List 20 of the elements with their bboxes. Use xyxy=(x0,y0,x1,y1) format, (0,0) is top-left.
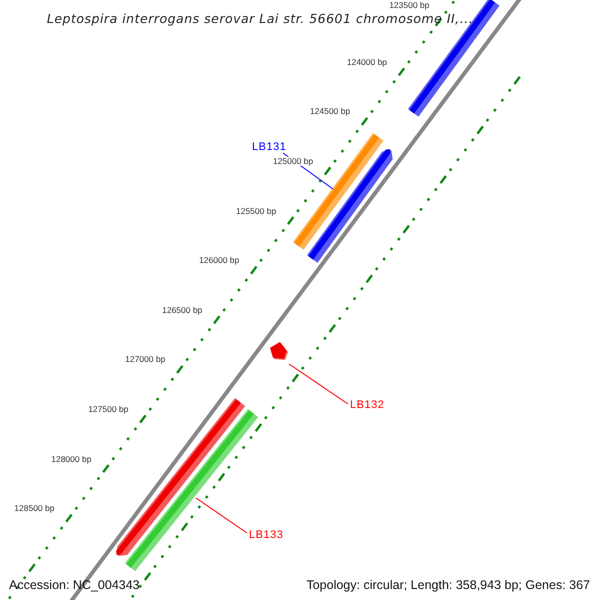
gene-label: LB132 xyxy=(350,399,384,411)
tick-label: 123500 bp xyxy=(388,0,430,10)
tick-label: 128500 bp xyxy=(13,504,56,512)
tick-label: 128000 bp xyxy=(50,454,92,463)
accession-label: Accession: NC_004343 xyxy=(9,578,140,592)
tick-label: 126000 bp xyxy=(198,256,240,264)
leader-line xyxy=(288,364,348,404)
tick-label: 124500 bp xyxy=(308,107,352,116)
title: Leptospira interrogans serovar Lai str. 56601 chromosome II,... xyxy=(46,12,474,26)
gene-bar xyxy=(271,343,288,360)
tick-label: 126500 bp xyxy=(161,306,204,314)
topology-label: Topology: circular; Length: 358,943 bp; Genes: 367 xyxy=(306,578,590,592)
tick-label: 124000 bp xyxy=(346,58,388,66)
gene-label: LB133 xyxy=(249,529,284,541)
tick-label: 125500 bp xyxy=(235,206,278,215)
gene-label: LB131 xyxy=(252,141,286,153)
leader-line xyxy=(196,498,248,534)
tick-label: 127000 bp xyxy=(124,355,166,364)
tick-label: 127500 bp xyxy=(87,404,130,414)
tick-label: 125000 bp xyxy=(272,156,314,166)
